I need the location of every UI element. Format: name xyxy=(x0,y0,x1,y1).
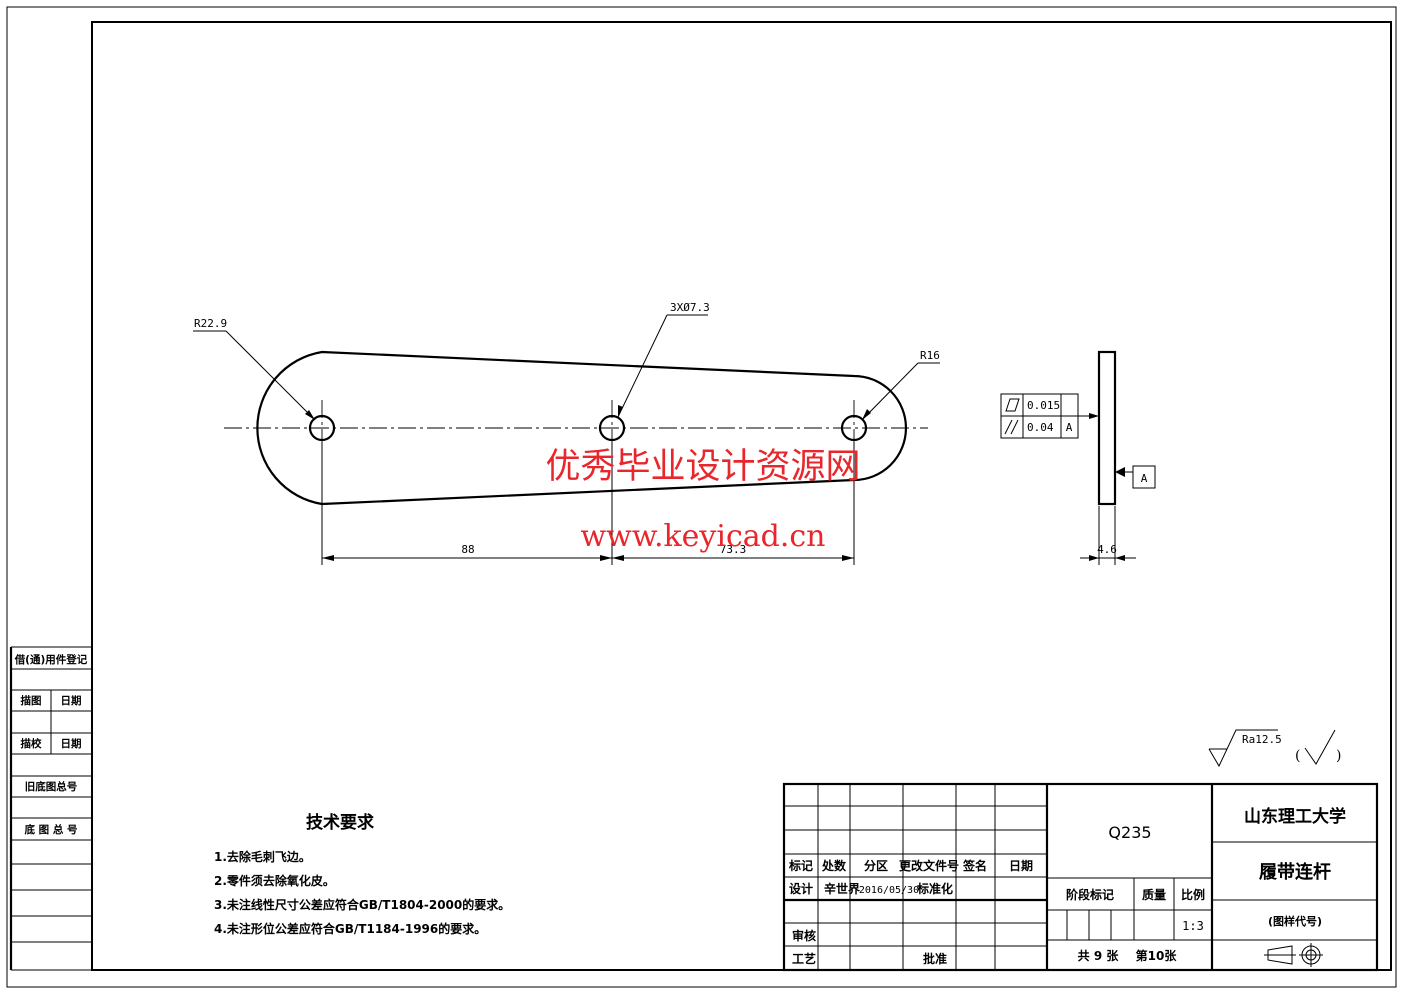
strip-tracing-label: 描图 xyxy=(21,694,42,707)
roughness-paren-close: ) xyxy=(1336,748,1341,764)
tb-header-date: 日期 xyxy=(1009,858,1033,873)
dim-radius-right: R16 xyxy=(920,349,940,362)
roughness-icon xyxy=(1208,729,1278,768)
tb-process: 工艺 xyxy=(792,951,816,966)
link-side-view: 4.6 0.015 0.04 A A xyxy=(1000,350,1156,565)
tb-design-date: 2016/05/30 xyxy=(859,885,919,896)
tb-scale: 1:3 xyxy=(1182,919,1204,933)
strip-check-label: 描校 xyxy=(21,737,42,750)
tb-sheets-total: 共 9 张 xyxy=(1078,948,1120,963)
tol-parallel-value: 0.04 xyxy=(1027,421,1054,434)
tb-approve: 批准 xyxy=(923,951,947,966)
surface-roughness: Ra12.5 ( ) xyxy=(1208,729,1341,768)
sheet-trim-border xyxy=(6,6,1397,988)
roughness-check-icon xyxy=(1304,729,1336,765)
dim-span-left: 88 xyxy=(461,543,474,556)
tech-req-item: 4.未注形位公差应符合GB/T1184-1996的要求。 xyxy=(214,921,486,936)
strip-check-date-label: 日期 xyxy=(61,737,82,750)
tb-design-label: 设计 xyxy=(789,881,813,896)
tol-flatness-value: 0.015 xyxy=(1027,399,1060,412)
roughness-paren-open: ( xyxy=(1295,748,1300,764)
projection-symbol-icon xyxy=(1264,943,1323,967)
tb-standardize: 标准化 xyxy=(916,881,953,896)
hole-left xyxy=(308,414,336,442)
tb-review: 审核 xyxy=(792,928,816,943)
tolerance-frames: 0.015 0.04 A xyxy=(1000,393,1099,439)
technical-requirements: 技术要求 1.去除毛刺飞边。 2.零件须去除氧化皮。 3.未注线性尺寸公差应符合… xyxy=(214,812,510,936)
tol-parallel-datum: A xyxy=(1066,421,1073,434)
hole-middle xyxy=(598,414,626,442)
dim-span-right: 73.3 xyxy=(720,543,747,556)
tb-part-name: 履带连杆 xyxy=(1259,861,1331,883)
tech-req-item: 1.去除毛刺飞边。 xyxy=(214,849,311,864)
title-block: 标记 处数 分区 更改文件号 签名 日期 设计 辛世界 2016/05/30 标… xyxy=(782,782,1379,972)
watermark-url: www.keyicad.cn xyxy=(580,519,825,554)
strip-title: 借(通)用件登记 xyxy=(14,653,88,666)
left-registration-strip: 借(通)用件登记 描图 日期 描校 日期 旧底图总号 底 图 总 号 xyxy=(9,646,92,971)
tech-req-item: 2.零件须去除氧化皮。 xyxy=(214,873,335,888)
tb-header-signature: 签名 xyxy=(962,858,987,873)
strip-base-no: 底 图 总 号 xyxy=(25,823,78,836)
tb-material: Q235 xyxy=(1108,823,1151,842)
tb-designer: 辛世界 xyxy=(824,881,860,896)
tech-req-item: 3.未注线性尺寸公差应符合GB/T1804-2000的要求。 xyxy=(214,897,510,912)
strip-old-base-no: 旧底图总号 xyxy=(25,780,78,793)
link-front-view: R22.9 3XØ7.3 R16 88 73.3 xyxy=(193,301,940,565)
parallelism-icon xyxy=(1004,419,1019,435)
side-view-plate xyxy=(1097,350,1117,506)
datum-feature: A xyxy=(1115,465,1156,489)
tb-drawing-no: (图样代号) xyxy=(1268,914,1322,928)
dim-radius-left: R22.9 xyxy=(194,317,227,330)
tb-stage-mark: 阶段标记 xyxy=(1066,887,1114,902)
drawing-frame xyxy=(91,21,1392,971)
strip-tracing-date-label: 日期 xyxy=(61,694,82,707)
tb-header-zone: 分区 xyxy=(864,858,888,873)
tb-scale-label: 比例 xyxy=(1181,887,1205,902)
tech-req-title: 技术要求 xyxy=(306,812,374,833)
hole-right xyxy=(840,414,868,442)
dim-holes: 3XØ7.3 xyxy=(670,301,710,314)
tb-header-mark: 标记 xyxy=(788,858,813,873)
tb-header-change-doc: 更改文件号 xyxy=(899,858,959,873)
watermark-cn: 优秀毕业设计资源网 xyxy=(545,447,860,487)
dim-thickness: 4.6 xyxy=(1097,543,1117,556)
tb-mass: 质量 xyxy=(1142,887,1166,902)
flatness-icon xyxy=(1005,398,1020,412)
datum-label: A xyxy=(1141,472,1148,485)
tb-school: 山东理工大学 xyxy=(1244,806,1346,827)
tb-header-count: 处数 xyxy=(821,858,847,873)
roughness-value: Ra12.5 xyxy=(1242,733,1282,746)
tb-sheet-no: 第10张 xyxy=(1136,948,1178,963)
